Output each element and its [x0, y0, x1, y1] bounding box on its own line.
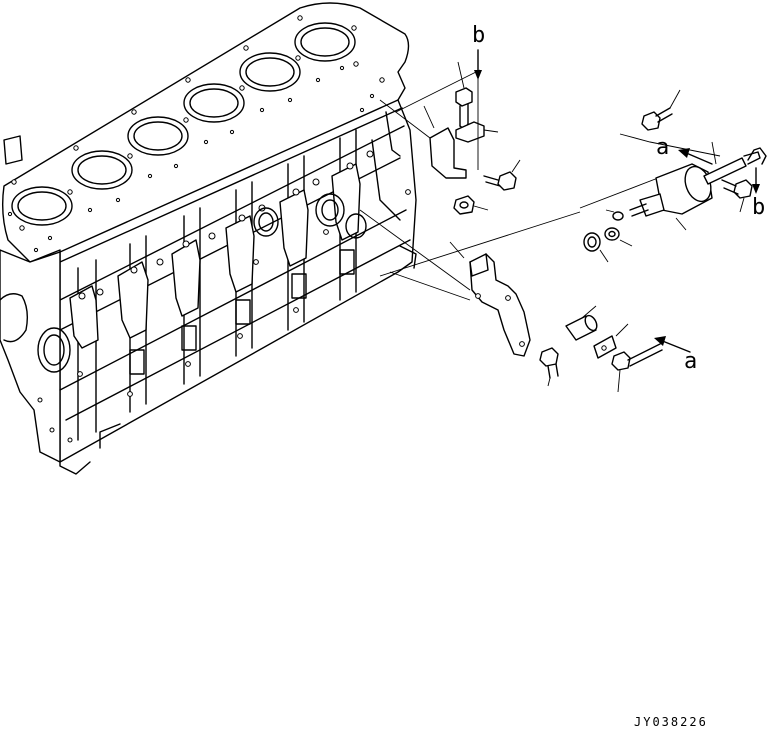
- arrow-a-bottom: [654, 336, 691, 353]
- bolt-upper: [455, 87, 473, 129]
- arrow-b-top: [474, 49, 482, 80]
- bolt-angled: [483, 171, 517, 191]
- plate: [593, 323, 629, 359]
- arrow-a-top: [678, 148, 713, 165]
- head-bolt-holes: [7, 15, 385, 253]
- label-b-right: b: [752, 195, 765, 220]
- engine-block: [0, 2, 417, 475]
- cylinder-bores: [11, 22, 356, 226]
- label-a-top: a: [656, 135, 669, 160]
- bearing-caps: [69, 163, 361, 375]
- arrow-b-right: [752, 167, 760, 194]
- solenoid-assembly: [379, 89, 767, 277]
- label-a-bottom: a: [684, 349, 697, 374]
- lower-bracket: [359, 209, 531, 357]
- block-bolts: [77, 150, 411, 397]
- bolt-lower-long: [611, 343, 663, 393]
- label-b-top: b: [472, 23, 485, 48]
- upper-bracket-assembly: [379, 61, 521, 215]
- bolt-lower-left: [539, 347, 559, 387]
- drawing-code: JY038226: [634, 715, 708, 729]
- spacer-tube: [565, 305, 598, 341]
